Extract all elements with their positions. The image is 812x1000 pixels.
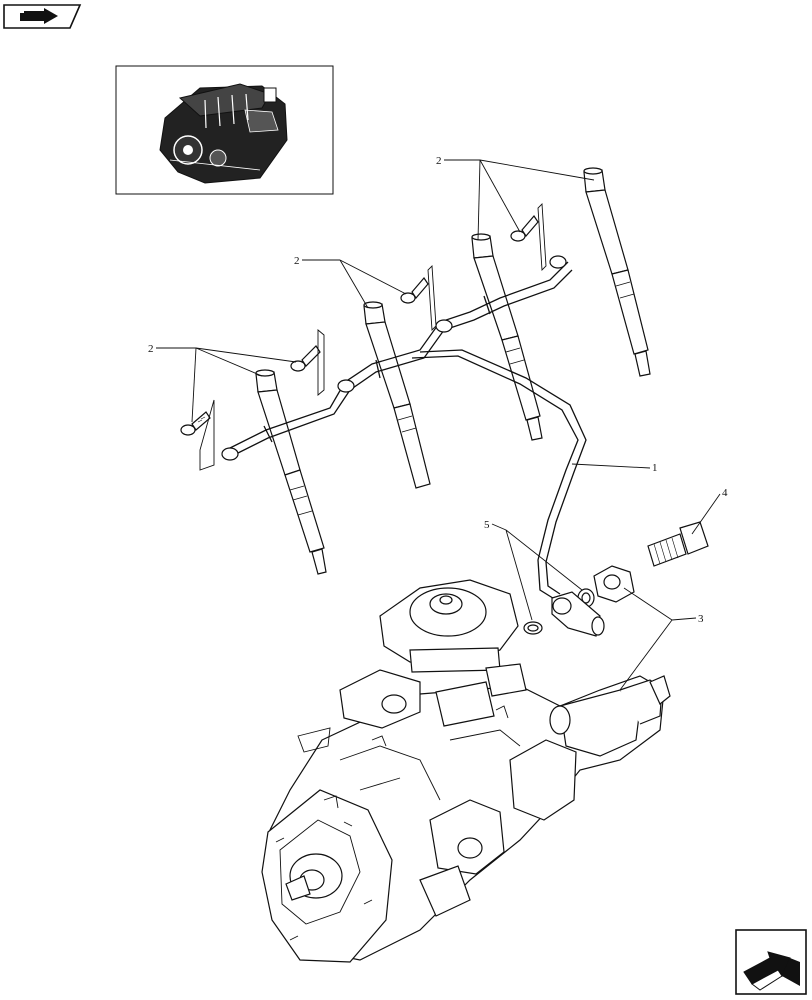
union-nut — [593, 565, 635, 603]
injection-pump — [261, 579, 671, 963]
banjo-bolt-4 — [510, 202, 547, 272]
callout-labels: 1 2 2 2 3 4 5 — [148, 155, 728, 625]
engine-icon — [159, 83, 288, 184]
engine-thumbnail — [115, 65, 334, 195]
next-page-arrow-icon[interactable] — [735, 929, 807, 995]
callout-leaders — [156, 159, 721, 691]
callout-5: 5 — [484, 519, 490, 531]
banjo-bolt-2 — [290, 329, 325, 396]
callout-2-middle: 2 — [294, 255, 300, 267]
injector-4 — [583, 167, 651, 377]
book-arrow-icon[interactable] — [3, 4, 82, 29]
return-fitting — [551, 591, 605, 637]
injector-2 — [363, 301, 431, 489]
injector-1 — [255, 369, 327, 575]
callout-2-left: 2 — [148, 343, 154, 355]
callout-3: 3 — [698, 613, 704, 625]
banjo-bolt-3 — [400, 264, 437, 332]
callout-2-top: 2 — [436, 155, 442, 167]
callout-1: 1 — [652, 462, 658, 474]
leak-off-pipe — [221, 255, 587, 601]
banjo-bolt-1 — [180, 399, 215, 471]
hollow-bolt — [647, 521, 709, 567]
callout-4: 4 — [722, 487, 728, 499]
injector-3 — [471, 233, 543, 441]
